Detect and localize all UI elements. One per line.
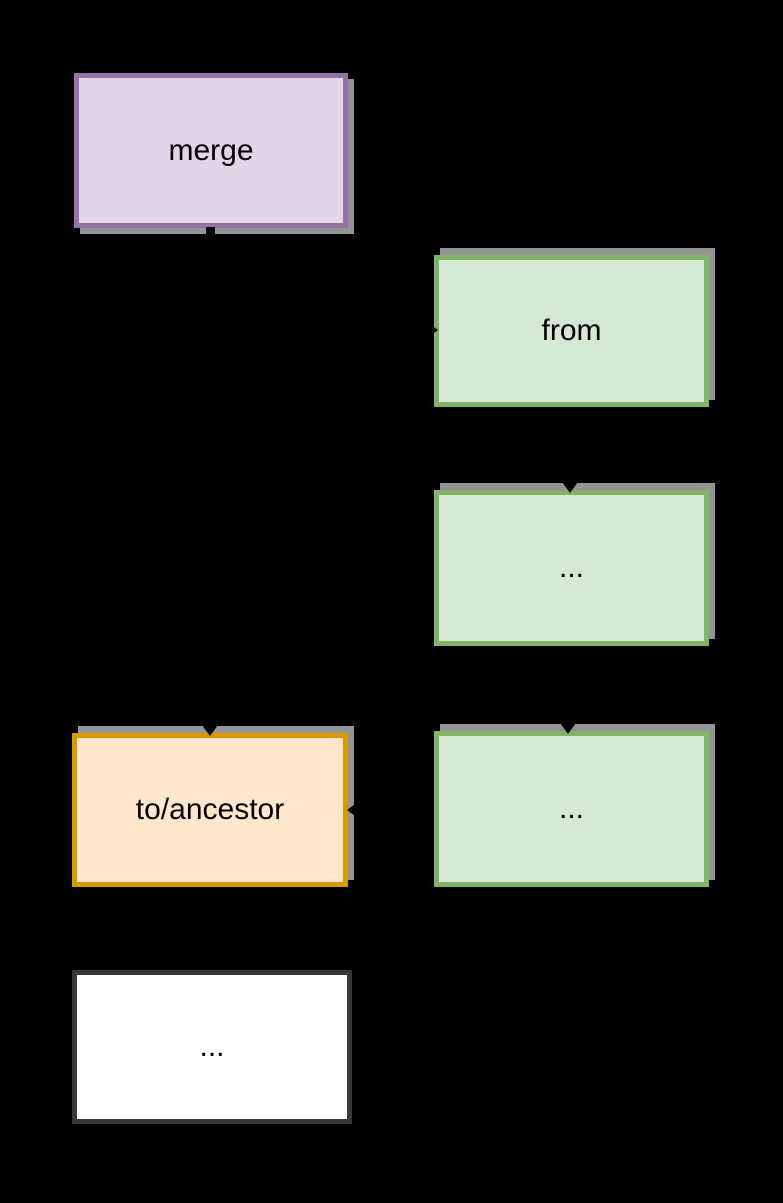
node-to-ancestor-label: to/ancestor (135, 793, 285, 826)
arrowhead-down-icon (562, 482, 578, 493)
edge-exit-notch (206, 227, 215, 236)
edge-parent2-to-ancestor-line (352, 808, 434, 812)
node-to-ancestor: to/ancestor (72, 733, 348, 887)
node-merge-label: merge (168, 133, 254, 167)
node-merge: merge (74, 73, 348, 228)
edge-from-to-parent1-line (569, 407, 573, 490)
arrowhead-down-icon (560, 723, 576, 734)
node-from: from (434, 255, 709, 407)
edge-exit-notch (429, 805, 434, 814)
node-from-parent-1: ... (434, 490, 709, 646)
node-from-parent-2-label: ... (558, 792, 584, 825)
edge-merge-to-from-line (207, 328, 434, 332)
arrowhead-right-icon (427, 322, 438, 338)
node-from-label: from (541, 314, 602, 347)
arrowhead-left-icon (347, 802, 358, 818)
arrowhead-down-icon (202, 725, 218, 736)
node-ancestor-parent: ... (72, 970, 352, 1124)
node-from-parent-1-label: ... (558, 551, 584, 584)
node-from-parent-2: ... (434, 731, 709, 887)
node-ancestor-parent-label: ... (199, 1030, 225, 1063)
edge-parent1-to-parent2-line (569, 646, 573, 731)
edge-merge-to-ancestor-line (207, 228, 211, 733)
